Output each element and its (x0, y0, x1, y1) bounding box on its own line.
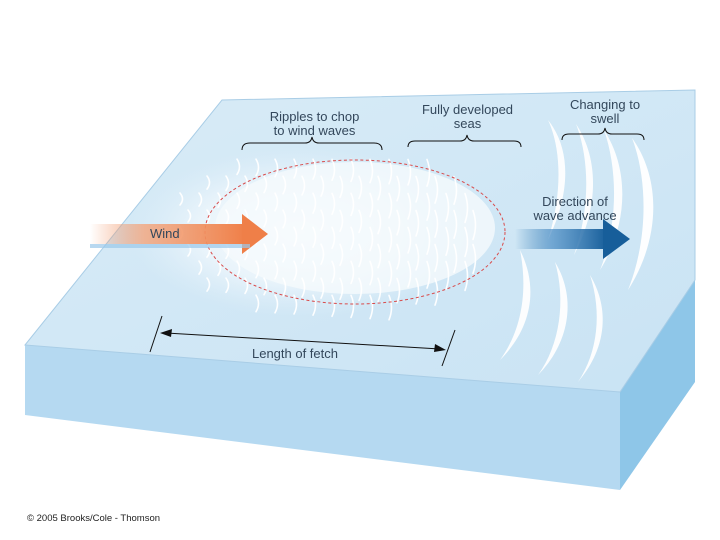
label-ripples-to-chop: Ripples to chop to wind waves (252, 110, 377, 138)
label-ripples-line1: Ripples to chop (252, 110, 377, 124)
copyright-credit: © 2005 Brooks/Cole - Thomson (27, 513, 160, 524)
label-ripples-line2: to wind waves (252, 124, 377, 138)
label-direction-line2: wave advance (520, 209, 630, 223)
label-swell-line2: swell (555, 112, 655, 126)
label-fully-developed: Fully developed seas (410, 103, 525, 131)
label-changing-to-swell: Changing to swell (555, 98, 655, 126)
label-swell-line1: Changing to (555, 98, 655, 112)
label-wind: Wind (150, 227, 190, 241)
label-direction-line1: Direction of (520, 195, 630, 209)
label-fully-line1: Fully developed (410, 103, 525, 117)
label-direction-of-wave-advance: Direction of wave advance (520, 195, 630, 223)
label-length-of-fetch: Length of fetch (240, 347, 350, 361)
label-fully-line2: seas (410, 117, 525, 131)
